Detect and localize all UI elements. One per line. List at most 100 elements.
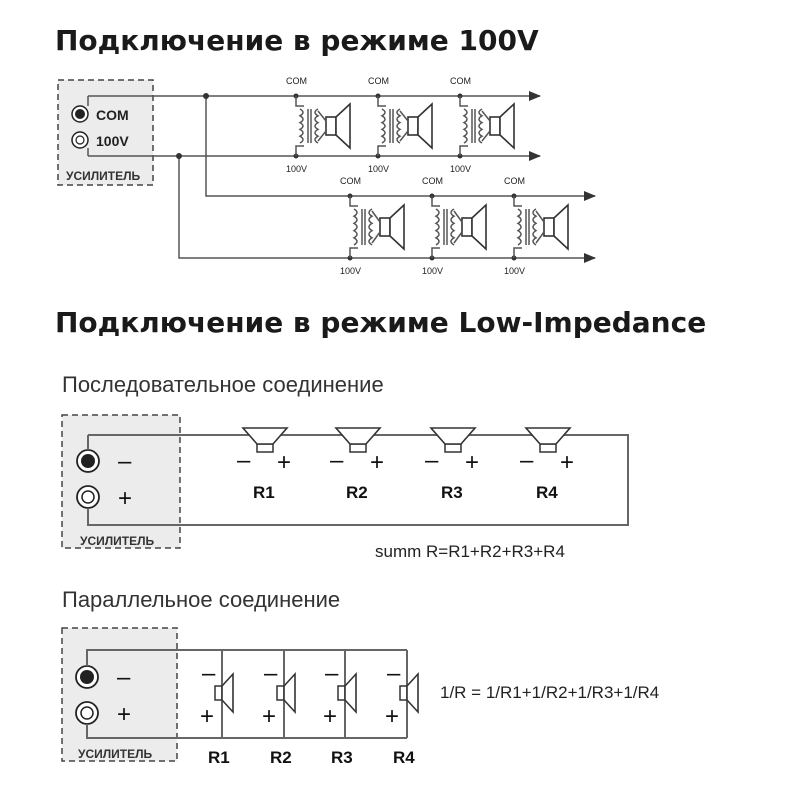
series-amp-minus: – xyxy=(118,448,132,475)
amp-label-series: УСИЛИТЕЛЬ xyxy=(80,534,155,548)
speaker-icon xyxy=(499,102,515,150)
transformer-speakers-100v: COM100VCOM100VCOM100VCOM100VCOM100VCOM10… xyxy=(286,76,569,276)
parallel-speaker-3: –+R3 xyxy=(323,650,357,767)
speaker-icon xyxy=(553,203,569,251)
speaker-icon xyxy=(429,427,477,445)
subtitle-series: Последовательное соединение xyxy=(62,372,384,397)
speaker-com-label: COM xyxy=(340,176,361,186)
subtitle-parallel: Параллельное соединение xyxy=(62,587,340,612)
speaker-magnet xyxy=(325,116,337,136)
series-plus-sign: + xyxy=(465,449,479,476)
coil-icon xyxy=(462,108,468,144)
speaker-magnet xyxy=(444,443,462,453)
speaker-magnet xyxy=(461,217,473,237)
com-bus-row2 xyxy=(205,96,596,201)
parallel-plus-sign: + xyxy=(262,703,276,730)
speaker-leads xyxy=(481,110,491,142)
junction-dot xyxy=(176,153,182,159)
coil-icon xyxy=(396,108,402,144)
coil-icon xyxy=(532,208,538,246)
parallel-amp-plus: + xyxy=(117,701,131,728)
speaker-icon xyxy=(344,671,357,715)
speaker-frame xyxy=(295,96,304,156)
coil-icon xyxy=(352,208,358,246)
speaker-icon xyxy=(524,427,572,445)
transformer-speaker: COM 100V xyxy=(340,176,405,276)
speaker-icon xyxy=(221,671,234,715)
speaker-magnet xyxy=(214,685,223,701)
speaker-com-label: COM xyxy=(504,176,525,186)
speaker-magnet xyxy=(349,443,367,453)
speaker-com-label: COM xyxy=(368,76,389,86)
speaker-frame xyxy=(377,96,386,156)
amp-label-parallel: УСИЛИТЕЛЬ xyxy=(78,747,153,761)
com-terminal-icon xyxy=(71,105,89,123)
speaker-leads xyxy=(535,210,545,244)
speaker-com-label: COM xyxy=(450,76,471,86)
parallel-minus-sign: – xyxy=(202,660,216,687)
speaker-magnet xyxy=(276,685,285,701)
speaker-frame xyxy=(459,96,468,156)
coil-icon xyxy=(368,208,374,246)
series-plus-sign: + xyxy=(277,449,291,476)
speaker-100v-label: 100V xyxy=(450,164,471,174)
coil-icon xyxy=(314,108,320,144)
series-minus-sign: – xyxy=(520,447,534,474)
speaker-leads xyxy=(371,210,381,244)
speaker-magnet xyxy=(539,443,557,453)
speaker-100v-label: 100V xyxy=(340,266,361,276)
speaker-leads xyxy=(399,110,409,142)
speaker-frame xyxy=(349,196,358,258)
series-speakers: –+R1–+R2–+R3–+R4 xyxy=(237,427,574,502)
coil-icon xyxy=(298,108,304,144)
speaker-com-label: COM xyxy=(422,176,443,186)
speaker-icon xyxy=(241,427,289,445)
minus-terminal-icon xyxy=(76,449,100,473)
speaker-100v-label: 100V xyxy=(368,164,389,174)
parallel-speakers: –+R1–+R2–+R3–+R4 xyxy=(200,650,419,767)
plus-terminal-icon xyxy=(76,485,100,509)
speaker-magnet xyxy=(256,443,274,453)
amp-terminal-com: COM xyxy=(96,107,129,123)
series-speaker-2: –+R2 xyxy=(330,427,384,502)
parallel-r-label: R2 xyxy=(270,748,292,767)
parallel-r-label: R3 xyxy=(331,748,353,767)
amplifier-box-100v: COM 100V УСИЛИТЕЛЬ xyxy=(57,79,154,186)
amplifier-box-parallel: – + УСИЛИТЕЛЬ xyxy=(61,627,178,762)
series-minus-sign: – xyxy=(425,447,439,474)
series-minus-sign: – xyxy=(330,447,344,474)
speaker-100v-label: 100V xyxy=(422,266,443,276)
speaker-magnet xyxy=(337,685,346,701)
speaker-magnet xyxy=(399,685,408,701)
series-speaker-4: –+R4 xyxy=(520,427,574,502)
coil-icon xyxy=(516,208,522,246)
amp-terminal-100v: 100V xyxy=(96,133,129,149)
speaker-frame xyxy=(431,196,440,258)
speaker-icon xyxy=(417,102,433,150)
speaker-icon xyxy=(471,203,487,251)
series-speaker-3: –+R3 xyxy=(425,427,479,502)
speaker-magnet xyxy=(379,217,391,237)
series-r-label: R4 xyxy=(536,483,558,502)
parallel-speaker-1: –+R1 xyxy=(200,650,234,767)
transformer-speaker: COM 100V xyxy=(368,76,433,174)
title-low-impedance: Подключение в режиме Low-Impedance xyxy=(55,306,706,339)
speaker-leads xyxy=(453,210,463,244)
parallel-r-label: R1 xyxy=(208,748,230,767)
parallel-speaker-2: –+R2 xyxy=(262,650,296,767)
100v-terminal-icon xyxy=(71,131,89,149)
junction-dot xyxy=(203,93,209,99)
title-100v: Подключение в режиме 100V xyxy=(55,24,539,57)
transformer-speaker: COM 100V xyxy=(422,176,487,276)
series-formula: summ R=R1+R2+R3+R4 xyxy=(375,542,565,561)
coil-icon xyxy=(478,108,484,144)
parallel-minus-sign: – xyxy=(387,660,401,687)
series-speaker-1: –+R1 xyxy=(237,427,291,502)
speaker-magnet xyxy=(489,116,501,136)
series-r-label: R1 xyxy=(253,483,275,502)
speaker-100v-label: 100V xyxy=(286,164,307,174)
parallel-minus-sign: – xyxy=(325,660,339,687)
speaker-magnet xyxy=(543,217,555,237)
